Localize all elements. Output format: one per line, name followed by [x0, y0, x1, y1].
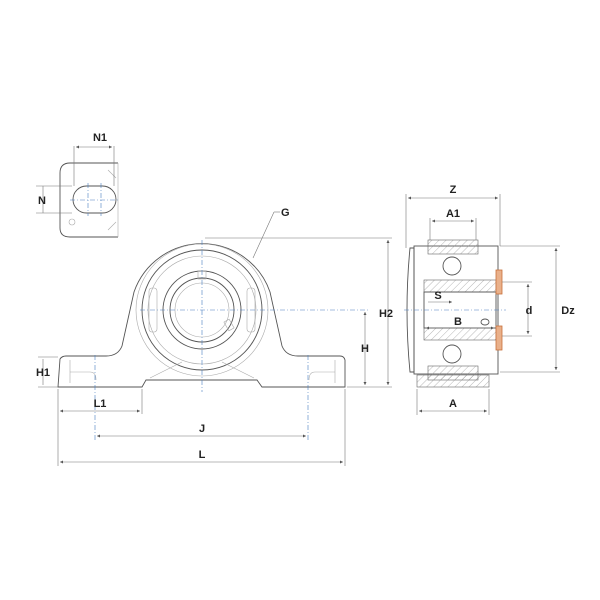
dim-label-n1: N1: [93, 132, 107, 144]
dim-label-l1: L1: [94, 398, 107, 410]
dim-label-s: S: [434, 290, 441, 302]
dim-label-h2: H2: [379, 308, 393, 320]
dim-label-d: d: [526, 305, 533, 317]
dim-label-j: J: [199, 423, 205, 435]
dim-label-h: H: [361, 343, 369, 355]
dim-label-n: N: [38, 195, 46, 207]
dim-label-dz: Dz: [561, 305, 575, 317]
dim-label-z: Z: [450, 184, 457, 196]
pillow-block-front-view: G H2 H H1 L1 J L: [36, 207, 393, 466]
foot-slot-detail: N1 N: [36, 132, 120, 238]
dim-label-h1: H1: [36, 367, 50, 379]
dim-label-g: G: [281, 207, 290, 219]
bearing-section-view: Z A1 S B d Dz A: [404, 184, 575, 415]
dim-label-l: L: [199, 449, 206, 461]
dim-label-b: B: [454, 316, 462, 328]
dim-label-a1: A1: [446, 208, 460, 220]
dim-label-a: A: [449, 398, 457, 410]
